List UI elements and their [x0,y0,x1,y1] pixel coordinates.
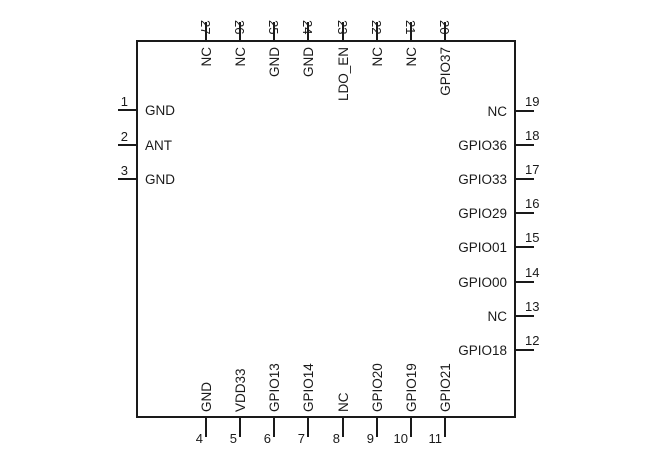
pin-26-label: NC [233,47,248,67]
pin-6-label: GPIO13 [267,363,282,412]
pin-25-label: GND [267,47,282,77]
pin-5-label: VDD33 [233,368,248,412]
pin-27-label: NC [199,47,214,67]
pin-13-number: 13 [525,299,539,314]
pin-1-label: GND [145,103,175,118]
pin-20-number: 20 [437,20,452,34]
pin-16-number: 16 [525,196,539,211]
pin-6-number: 6 [264,431,271,446]
pin-19-label: NC [488,104,508,119]
pin-2-label: ANT [145,138,172,153]
pin-8-label: NC [336,392,351,412]
pin-24-number: 24 [300,20,315,34]
pin-1-number: 1 [121,94,128,109]
pin-10-number: 10 [394,431,408,446]
pin-10-label: GPIO19 [404,363,419,412]
pin-11-label: GPIO21 [438,363,453,412]
pin-22-label: NC [370,47,385,67]
pin-25-number: 25 [266,20,281,34]
pin-2-number: 2 [121,129,128,144]
pin-16-label: GPIO29 [458,206,507,221]
pin-3-number: 3 [121,163,128,178]
chip-body [136,40,516,418]
pin-12-number: 12 [525,333,539,348]
pin-23-number: 23 [335,20,350,34]
pin-19-number: 19 [525,94,539,109]
pin-15-number: 15 [525,230,539,245]
pin-7-number: 7 [298,431,305,446]
pin-17-label: GPIO33 [458,172,507,187]
pin-22-number: 22 [369,20,384,34]
pin-3-label: GND [145,172,175,187]
pin-18-number: 18 [525,128,539,143]
pin-12-label: GPIO18 [458,343,507,358]
pin-26-number: 26 [232,20,247,34]
pin-21-label: NC [404,47,419,67]
pin-21-number: 21 [403,20,418,34]
pin-5-number: 5 [230,431,237,446]
pins-layer: 1GND2ANT3GND4GND5VDD336GPIO137GPIO148NC9… [118,20,539,446]
pin-18-label: GPIO36 [458,138,507,153]
pin-23-label: LDO_EN [336,47,351,101]
pin-14-number: 14 [525,265,539,280]
pin-11-number: 11 [429,431,443,446]
pin-15-label: GPIO01 [458,240,507,255]
pin-9-label: GPIO20 [370,363,385,412]
pin-24-label: GND [301,47,316,77]
pin-4-number: 4 [196,431,203,446]
pin-9-number: 9 [367,431,374,446]
pin-20-label: GPIO37 [438,47,453,96]
pin-4-label: GND [199,382,214,412]
pin-13-label: NC [488,309,508,324]
pin-14-label: GPIO00 [458,275,507,290]
pin-27-number: 27 [198,20,213,34]
pin-17-number: 17 [525,162,539,177]
pin-7-label: GPIO14 [301,363,316,412]
pin-8-number: 8 [333,431,340,446]
